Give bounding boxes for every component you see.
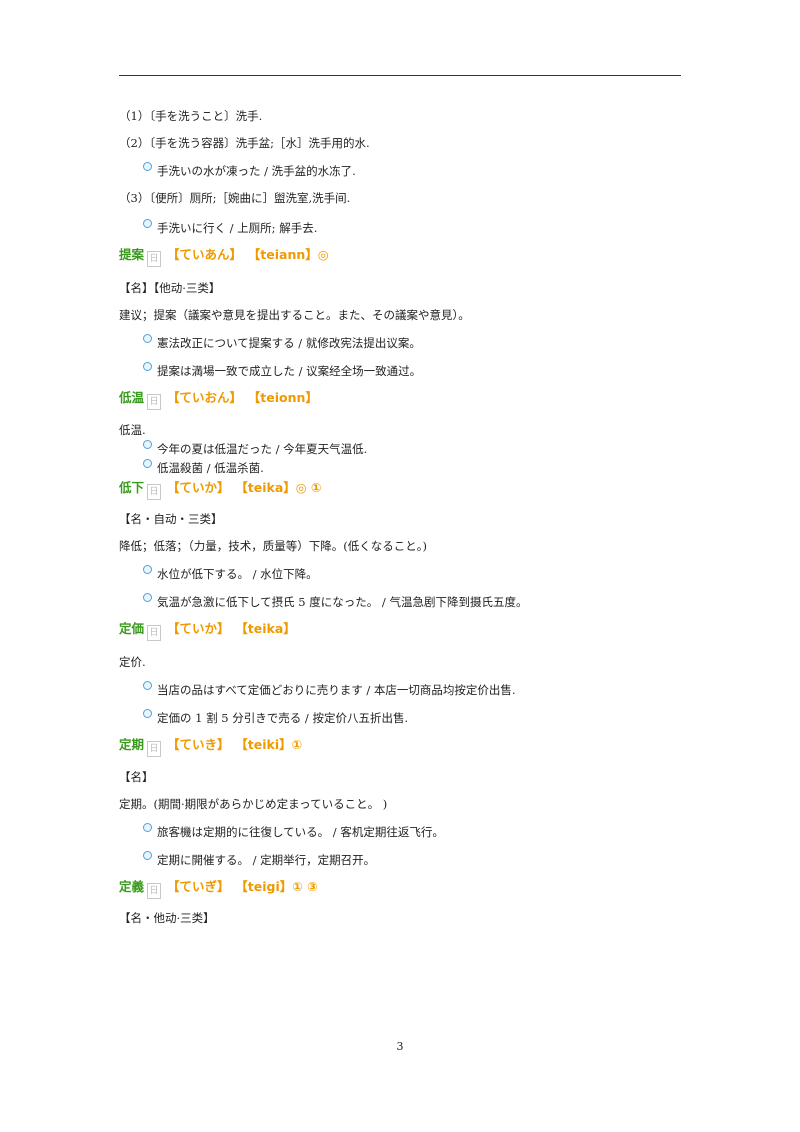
japanese-badge-icon: 日 (147, 625, 162, 641)
romaji: 【teiki】① (241, 737, 303, 752)
bullet-icon (143, 709, 152, 718)
example-sentence: 水位が低下する。 / 水位下降。 (119, 565, 689, 581)
example-sentence: 定期に開催する。 / 定期举行，定期召开。 (119, 851, 689, 867)
japanese-badge-icon: 日 (147, 251, 162, 267)
romaji: 【teionn】 (254, 390, 318, 405)
definition-line: 【名】【他动·三类】 (119, 281, 221, 295)
example-sentence: 旅客機は定期的に往復している。 / 客机定期往返飞行。 (119, 823, 689, 839)
headword: 提案 (119, 247, 145, 262)
entry-heading: 低温日【ていおん】【teionn】 (119, 390, 689, 410)
example-text: 手洗いの水が凍った / 洗手盆的水冻了. (157, 164, 356, 178)
example-text: 低温殺菌 / 低温杀菌. (157, 461, 264, 475)
headword: 定価 (119, 621, 145, 636)
definition-line: 建议；提案（議案や意見を提出すること。また、その議案や意見）。 (119, 308, 470, 322)
example-sentence: 当店の品はすべて定価どおりに売ります / 本店一切商品均按定价出售. (119, 681, 689, 697)
example-sentence: 今年の夏は低温だった / 今年夏天气温低. (119, 440, 689, 456)
definition-line: （3）〔便所〕厕所;［婉曲に］盥洗室,洗手间. (119, 191, 351, 205)
romaji: 【teika】 (241, 621, 296, 636)
definition-line: 定期。(期間·期限があらかじめ定まっていること。 ) (119, 797, 388, 811)
headword: 定義 (119, 879, 145, 894)
example-text: 旅客機は定期的に往復している。 / 客机定期往返飞行。 (157, 825, 444, 839)
entry-heading: 定期日【ていき】【teiki】① (119, 737, 689, 757)
example-sentence: 低温殺菌 / 低温杀菌. (119, 459, 689, 475)
definition-line: 低温. (119, 423, 146, 437)
bullet-icon (143, 593, 152, 602)
example-sentence: 気温が急激に低下して摂氏 5 度になった。 / 气温急剧下降到摄氏五度。 (119, 593, 689, 609)
example-sentence: 手洗いの水が凍った / 洗手盆的水冻了. (119, 162, 689, 178)
entry-heading: 定義日【ていぎ】【teigi】① ③ (119, 879, 689, 899)
japanese-badge-icon: 日 (147, 484, 162, 500)
page-number: 3 (396, 1040, 404, 1053)
bullet-icon (143, 219, 152, 228)
bullet-icon (143, 681, 152, 690)
example-text: 今年の夏は低温だった / 今年夏天气温低. (157, 442, 368, 456)
bullet-icon (143, 440, 152, 449)
romaji: 【teiann】◎ (254, 247, 329, 262)
example-text: 憲法改正について提案する / 就修改宪法提出议案。 (157, 336, 421, 350)
japanese-badge-icon: 日 (147, 741, 162, 757)
example-text: 当店の品はすべて定価どおりに売ります / 本店一切商品均按定价出售. (157, 683, 516, 697)
bullet-icon (143, 162, 152, 171)
example-text: 提案は満場一致で成立した / 议案经全场一致通过。 (157, 364, 422, 378)
example-sentence: 憲法改正について提案する / 就修改宪法提出议案。 (119, 334, 689, 350)
example-text: 気温が急激に低下して摂氏 5 度になった。 / 气温急剧下降到摄氏五度。 (157, 595, 528, 609)
example-sentence: 提案は満場一致で成立した / 议案经全场一致通过。 (119, 362, 689, 378)
reading: 【ていか】 (167, 621, 230, 636)
entry-heading: 低下日【ていか】【teika】◎ ① (119, 480, 689, 500)
bullet-icon (143, 459, 152, 468)
reading: 【ていぎ】 (167, 879, 230, 894)
dictionary-page: （1）〔手を洗うこと〕洗手. （2）〔手を洗う容器〕洗手盆;［水］洗手用的水. 手洗… (119, 96, 689, 925)
entry-heading: 定価日【ていか】【teika】 (119, 621, 689, 641)
definition-line: 定价. (119, 655, 146, 669)
bullet-icon (143, 851, 152, 860)
example-text: 水位が低下する。 / 水位下降。 (157, 567, 318, 581)
example-sentence: 手洗いに行く / 上厕所; 解手去. (119, 219, 689, 235)
definition-line: 降低；低落；（力量，技术，质量等）下降。(低くなること。) (119, 539, 427, 553)
romaji: 【teika】◎ ① (241, 480, 322, 495)
bullet-icon (143, 823, 152, 832)
bullet-icon (143, 362, 152, 371)
definition-line: 【名】 (119, 770, 154, 784)
reading: 【ていおん】 (167, 390, 243, 405)
bullet-icon (143, 334, 152, 343)
reading: 【ていか】 (167, 480, 230, 495)
example-sentence: 定価の 1 割 5 分引きで売る / 按定价八五折出售. (119, 709, 689, 725)
reading: 【ていあん】 (167, 247, 243, 262)
definition-line: （2）〔手を洗う容器〕洗手盆;［水］洗手用的水. (119, 136, 370, 150)
definition-line: 【名・自动・三类】 (119, 512, 223, 526)
romaji: 【teigi】① ③ (241, 879, 318, 894)
example-text: 定期に開催する。 / 定期举行，定期召开。 (157, 853, 376, 867)
definition-line: 【名・他动·三类】 (119, 911, 215, 925)
japanese-badge-icon: 日 (147, 394, 162, 410)
entry-heading: 提案日【ていあん】【teiann】◎ (119, 247, 689, 267)
headword: 定期 (119, 737, 145, 752)
bullet-icon (143, 565, 152, 574)
reading: 【ていき】 (167, 737, 230, 752)
headword: 低温 (119, 390, 145, 405)
definition-line: （1）〔手を洗うこと〕洗手. (119, 109, 263, 123)
example-text: 定価の 1 割 5 分引きで売る / 按定价八五折出售. (157, 711, 409, 725)
header-rule (119, 75, 681, 76)
headword: 低下 (119, 480, 145, 495)
japanese-badge-icon: 日 (147, 883, 162, 899)
example-text: 手洗いに行く / 上厕所; 解手去. (157, 221, 318, 235)
